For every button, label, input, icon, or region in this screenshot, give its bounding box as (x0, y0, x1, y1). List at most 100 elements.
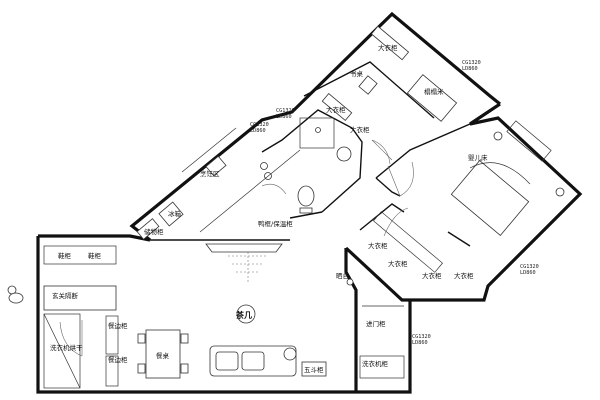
kitchen-counter (181, 127, 237, 173)
wall-laundry-bottom (356, 300, 412, 394)
label-five-drawer: 五斗柜 (304, 365, 324, 374)
lamp-1 (493, 131, 503, 141)
wall-study-divider (303, 61, 435, 119)
tag-w5-b: LD860 (412, 340, 428, 346)
tag-w1-b: LD860 (462, 66, 478, 72)
window-tags: CG1320 LD860 CG1320 LD860 CG1320 LD860 C… (250, 60, 539, 346)
wall-bedroom-low (375, 177, 401, 197)
label-cabinet-side-b: 餐边柜 (108, 355, 128, 364)
label-shoe-b: 鞋柜 (88, 251, 102, 260)
laundry-cabinet (359, 355, 405, 379)
label-wardrobe-mid-a: 大衣柜 (326, 105, 346, 114)
chair-2 (137, 363, 146, 374)
door-entry (59, 321, 83, 357)
label-tatami: 榻榻米 (424, 87, 444, 96)
label-wardrobe-br-a: 大衣柜 (368, 241, 388, 250)
kitchen-island (205, 243, 283, 253)
label-shoe-a: 鞋柜 (58, 251, 72, 260)
side-cabinet-b (105, 355, 119, 387)
wall-bath (261, 109, 363, 213)
entry-closet-diag (43, 313, 81, 389)
door-study (371, 139, 391, 165)
door-study-leaf (371, 139, 393, 161)
kitchen-sink (205, 155, 227, 177)
furniture (7, 25, 565, 389)
wall-br2 (359, 203, 405, 231)
label-coffee-table: 茶几 (235, 310, 252, 320)
study-desk-rect (358, 75, 378, 95)
tag-w4-a: CG1320 (520, 264, 539, 270)
label-storage: 储物柜 (144, 227, 164, 236)
label-study: 书桌 (350, 69, 364, 78)
label-entry-cabinet: 进门柜 (366, 319, 386, 328)
side-cabinet-a (105, 315, 119, 355)
door-bedroom (399, 161, 414, 197)
wall-right-inner (344, 248, 358, 392)
wall-top-left (38, 234, 151, 242)
crib-rail (506, 120, 552, 162)
label-cabinet-drawing: 鸭框/保温柜 (258, 219, 293, 228)
wall-bedroom-divider (375, 123, 471, 179)
label-laundry: 洗衣机烘干 (50, 343, 83, 352)
label-wardrobe-br-b: 大衣柜 (388, 259, 408, 268)
wardrobe-top-rect (370, 25, 410, 61)
tag-w1-a: CG1320 (462, 60, 481, 66)
tatami-bed (406, 74, 458, 122)
coffee-table (236, 304, 256, 324)
room-labels: 书桌 大衣柜 榻榻米 大衣柜 大衣柜 婴儿床 烹饪区 冰箱 储物柜 鞋柜 鞋柜 … (50, 43, 488, 374)
wall-bath-low (289, 211, 323, 219)
tag-w5-a: CG1320 (412, 334, 431, 340)
wall-left (36, 236, 356, 394)
toilet (297, 185, 315, 207)
five-drawer-rect (301, 361, 327, 377)
tag-w4-b: LD860 (520, 270, 536, 276)
wash-basin (336, 146, 352, 162)
label-cooking: 烹饪区 (200, 169, 220, 178)
door-bath (261, 183, 287, 195)
sofa-cushion-1 (215, 351, 239, 371)
doors (59, 139, 414, 357)
label-fridge: 冰箱 (168, 209, 182, 218)
label-wardrobe-br-d: 大衣柜 (454, 271, 474, 280)
label-partition: 玄关隔断 (52, 291, 79, 300)
sofa-cushion-2 (241, 351, 265, 371)
partition-panel (43, 285, 117, 311)
label-wardrobe-br-c: 大衣柜 (422, 271, 442, 280)
sofa-side-table (283, 347, 297, 361)
label-cabinet-side-a: 餐边柜 (108, 321, 128, 330)
person-body (8, 292, 24, 304)
shower-drain (315, 127, 321, 133)
dining-table (145, 329, 181, 379)
label-wardrobe-top: 大衣柜 (378, 43, 398, 52)
door-bedroom-leaf (387, 165, 401, 197)
wardrobe-mid-rect (321, 92, 353, 122)
desk-line (447, 231, 471, 247)
label-wardrobe-mid-b: 大衣柜 (350, 125, 370, 134)
crib-rect (450, 160, 530, 236)
wall-kitchen-diagonal (129, 11, 501, 242)
shower (299, 117, 335, 149)
chair-1 (137, 333, 146, 344)
wardrobe-br-rect (373, 211, 443, 273)
stove-burner-1 (260, 162, 268, 170)
crib-curve (469, 162, 531, 185)
label-crib: 婴儿床 (468, 153, 488, 162)
label-dining: 餐桌 (156, 351, 170, 360)
wall-right-top (344, 102, 583, 302)
balcony-fixture (346, 278, 354, 286)
tv-stand (228, 252, 268, 282)
door-br2 (383, 207, 409, 237)
label-balcony: 晒台 (336, 271, 349, 280)
tag-w3-b: LD860 (250, 128, 266, 134)
chair-3 (180, 333, 189, 344)
chair-4 (180, 363, 189, 374)
lamp-2 (555, 187, 565, 197)
tag-w3-a: CG1320 (250, 122, 269, 128)
toilet-tank (299, 207, 313, 214)
interior-walls (150, 61, 471, 241)
tag-w2-a: CG1320 (276, 108, 295, 114)
tag-w2-b: LD860 (276, 114, 292, 120)
entry-closet (43, 313, 81, 389)
shoe-cabinet (43, 245, 117, 265)
